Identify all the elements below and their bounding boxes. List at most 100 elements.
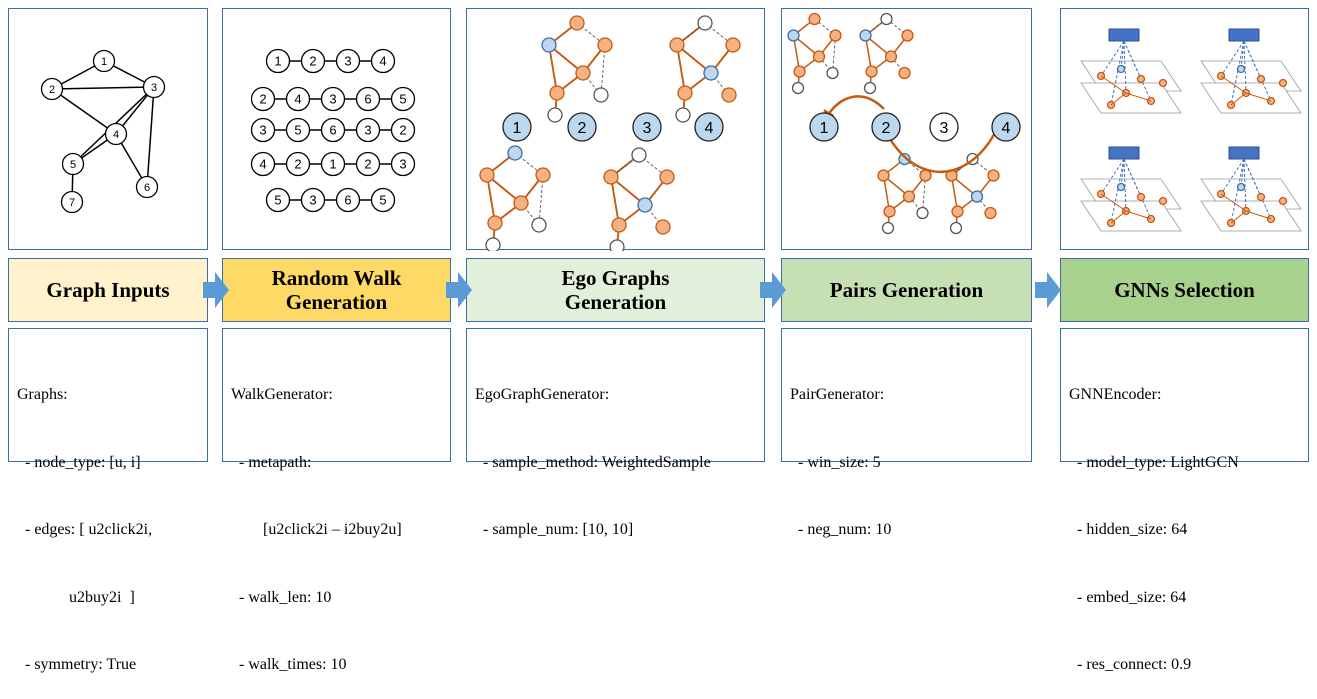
- node-label: 1: [820, 120, 829, 137]
- gnn-edge: [1100, 75, 1127, 94]
- ego-edge-dashed: [832, 35, 836, 74]
- graph-edge: [51, 86, 155, 90]
- ego-node: [949, 221, 963, 235]
- node-label: 4: [259, 157, 266, 172]
- config-ego-graphs: EgoGraphGenerator: - sample_method: Weig…: [466, 328, 765, 538]
- pair-arc: [888, 128, 999, 174]
- ego-node: [877, 169, 890, 182]
- walk-node: [320, 86, 346, 112]
- center-node: [567, 112, 597, 142]
- config-gnns: GNNEncoder: - model_type: LightGCN - hid…: [1060, 328, 1309, 673]
- ego-node: [791, 81, 805, 95]
- gnn-node: [1116, 182, 1126, 192]
- flow-arrow-2: [446, 272, 472, 308]
- ego-node: [569, 15, 585, 31]
- node-label: 6: [364, 92, 371, 107]
- stage-title: GNNs Selection: [1114, 277, 1255, 302]
- stage-title: Ego Graphs Generation: [561, 265, 670, 314]
- ego-node: [603, 169, 619, 185]
- gnn-edge: [1220, 75, 1247, 94]
- walk-node: [335, 187, 361, 213]
- gnn-agg-edge: [1100, 158, 1125, 195]
- gnn-agg-edge: [1123, 158, 1127, 212]
- gnn-agg-edge: [1243, 40, 1247, 94]
- graph-node: [92, 49, 116, 73]
- ego-node: [829, 29, 842, 42]
- ego-node: [637, 197, 653, 213]
- gnn-edge: [1125, 92, 1152, 102]
- node-label: 3: [259, 123, 266, 138]
- ego-node: [703, 65, 719, 81]
- ego-node: [812, 50, 826, 63]
- gnn-edge: [1245, 92, 1272, 102]
- walk-node: [320, 151, 346, 177]
- walk-node: [300, 187, 326, 213]
- graph-node: [61, 152, 85, 176]
- gnn-node: [1136, 74, 1146, 84]
- center-node: [694, 112, 724, 142]
- config-line: - symmetry: True: [17, 656, 137, 673]
- config-line: - node_type: [u, i]: [17, 453, 141, 471]
- gnn-node: [1278, 196, 1288, 206]
- gnn-agg-edge: [1243, 40, 1272, 102]
- gnn-edge: [1220, 193, 1247, 212]
- config-line: PairGenerator:: [790, 386, 885, 403]
- node-label: 2: [49, 84, 55, 96]
- pair-node: [809, 112, 839, 142]
- stage-title: Pairs Generation: [829, 277, 984, 302]
- ego-node: [597, 37, 613, 53]
- config-line: - res_connect: 0.9: [1069, 656, 1192, 673]
- node-label: 2: [309, 54, 316, 69]
- graph-node: [104, 122, 128, 146]
- gnn-edge: [1110, 210, 1127, 224]
- ego-node: [593, 87, 609, 103]
- ego-edge: [548, 44, 558, 94]
- node-label: 1: [329, 157, 336, 172]
- graph-node: [40, 77, 64, 101]
- ego-node: [826, 66, 839, 80]
- config-line: - neg_num: 10: [790, 521, 892, 538]
- walk-node: [285, 117, 311, 143]
- walk-node: [285, 151, 311, 177]
- config-line: - model_type: LightGCN: [1069, 453, 1239, 471]
- node-label: 1: [513, 120, 522, 137]
- ego-edge: [610, 176, 620, 226]
- ego-node: [970, 190, 984, 203]
- gnn-agg-edge: [1220, 40, 1245, 77]
- gnn-node: [1158, 196, 1168, 206]
- gnn-node: [1116, 64, 1126, 74]
- node-label: 3: [399, 157, 406, 172]
- ego-node: [880, 12, 893, 26]
- flow-arrow-4: [1035, 272, 1061, 308]
- gnn-edge: [1100, 193, 1127, 212]
- node-label: 1: [101, 56, 107, 68]
- gnn-output-block: [1108, 146, 1140, 160]
- ego-node: [808, 12, 821, 26]
- ego-node: [863, 81, 877, 95]
- stage-pairs: Pairs Generation: [781, 258, 1032, 322]
- gnn-node: [1278, 78, 1288, 88]
- node-label: 7: [69, 197, 75, 209]
- config-line: - win_size: 5: [790, 453, 881, 471]
- gnn-agg-edge: [1230, 40, 1245, 106]
- flow-arrow-3: [760, 272, 786, 308]
- ego-node: [881, 221, 895, 235]
- ego-edge: [486, 174, 496, 224]
- gnn-layer-plane: [1080, 200, 1182, 232]
- node-label: 2: [578, 120, 587, 137]
- gnn-agg-edge: [1220, 158, 1245, 195]
- gnn-agg-edge: [1123, 158, 1152, 220]
- node-label: 5: [399, 92, 406, 107]
- gnn-layer-plane: [1200, 200, 1302, 232]
- node-label: 3: [643, 120, 652, 137]
- node-label: 2: [259, 92, 266, 107]
- gnn-edge: [1245, 210, 1272, 220]
- config-line: - embed_size: 64: [1069, 588, 1187, 606]
- node-label: 2: [364, 157, 371, 172]
- gnn-panel: [1060, 8, 1309, 250]
- config-line: - hidden_size: 64: [1069, 521, 1188, 538]
